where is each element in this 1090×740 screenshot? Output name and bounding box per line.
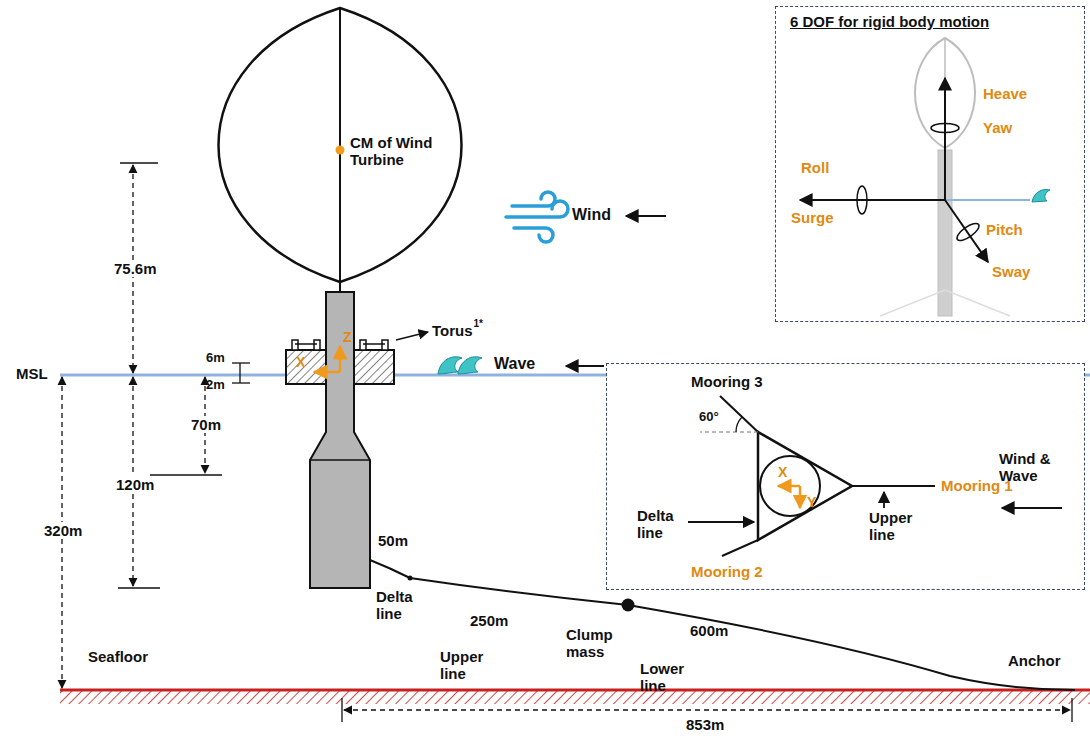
dimension-label: 853m — [686, 716, 724, 733]
inset-label: Sway — [992, 263, 1030, 280]
dimension-label: 250m — [470, 612, 508, 629]
axis-label: X — [296, 354, 305, 370]
dimension-label: 6m — [206, 351, 225, 366]
inset-label: Wind & Wave — [999, 450, 1089, 485]
inset-label: Pitch — [986, 221, 1023, 238]
part-name: Anchor — [1008, 652, 1061, 669]
inset-label: Mooring 3 — [691, 373, 763, 390]
seafloor-hatch — [60, 690, 1090, 704]
part-name: Clump mass — [566, 626, 626, 661]
inset-label: Roll — [801, 159, 829, 176]
centre-of-mass-dot — [336, 146, 345, 155]
dimension-label: 120m — [114, 476, 156, 493]
inset-label: 60° — [699, 410, 719, 425]
line-name: Delta line — [376, 588, 428, 623]
wind-icon — [506, 192, 568, 242]
part-name: Torus — [432, 322, 473, 339]
inset-label: Surge — [791, 209, 834, 226]
upper-line — [410, 578, 628, 605]
dimension-label: 50m — [378, 532, 408, 549]
inset-label: Upper line — [869, 509, 921, 544]
seafloor-label: Seafloor — [88, 648, 148, 665]
inset-label: Delta line — [637, 507, 689, 542]
dimension-label: 2m — [206, 378, 225, 393]
inset-label: Heave — [983, 85, 1027, 102]
dof-inset-box: 6 DOF for rigid body motionHeaveYawRollS… — [775, 6, 1085, 322]
lower-line — [628, 605, 1075, 690]
delta-line — [370, 560, 410, 578]
inset-label: Mooring 2 — [691, 563, 763, 580]
inset-title: 6 DOF for rigid body motion — [790, 13, 989, 30]
clump-mass — [622, 599, 635, 612]
dimension-label: 75.6m — [112, 260, 159, 277]
torus-right — [354, 350, 394, 384]
inset-label: Yaw — [983, 119, 1012, 136]
axis-label: Z — [343, 329, 352, 345]
mooring-plan-box: Mooring 3 60° X Y Delta line Upper lineMoorin… — [606, 363, 1085, 590]
inset-label: Y — [807, 494, 816, 510]
mass-centre-label: CM of Wind Turbine — [350, 134, 450, 169]
dof-illustration — [800, 38, 1050, 316]
wave-icon — [438, 357, 482, 374]
sea-level-label: MSL — [16, 365, 48, 382]
line-name: Upper line — [440, 648, 492, 683]
dimension-label: 70m — [189, 416, 223, 433]
dimension-label: 600m — [690, 622, 728, 639]
dimension-label: 320m — [42, 522, 84, 539]
wave-label: Wave — [494, 355, 535, 373]
spar-platform — [310, 292, 370, 588]
seafloor-line — [60, 689, 1090, 692]
line-name: Lower line — [640, 660, 696, 695]
footnote-mark: 1* — [474, 318, 483, 330]
torus-left — [286, 350, 326, 384]
inset-label: X — [778, 464, 787, 480]
wind-label: Wind — [572, 206, 611, 224]
